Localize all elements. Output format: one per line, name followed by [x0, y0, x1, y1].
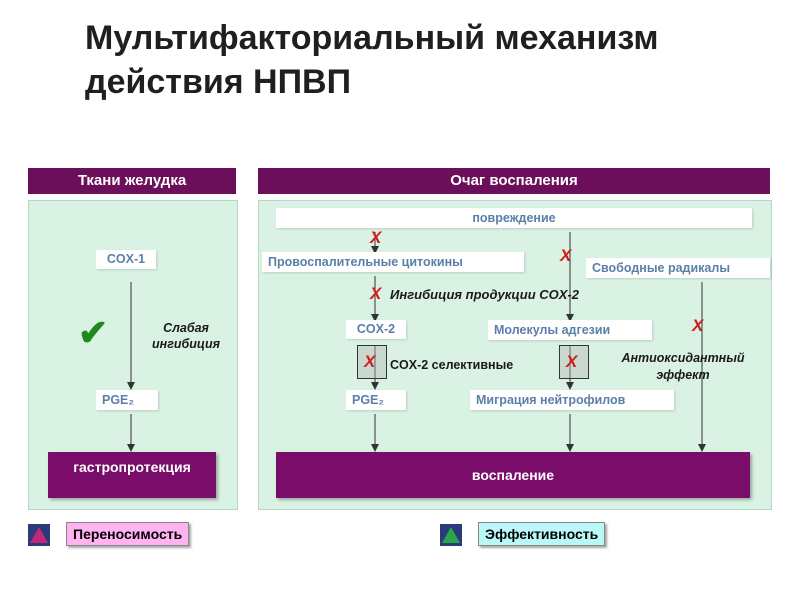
adhesion-node: Молекулы адгезии: [488, 320, 652, 340]
gastroprotection-box: гастропротекция: [48, 452, 216, 498]
x-mark-cox2-inhibition: X: [370, 284, 382, 303]
page-title: Мультифакториальный механизм действия НП…: [85, 19, 659, 101]
tolerability-icon: [28, 524, 50, 546]
cox2-node: COX-2: [346, 320, 406, 339]
x-mark-cox2: X: [364, 352, 376, 371]
adhesion-x-box: [559, 345, 589, 379]
cox2-selective-box: [357, 345, 387, 379]
cytokines-node: Провоспалительные цитокины: [262, 252, 524, 272]
inflammation-box: воспаление: [276, 452, 750, 498]
damage-node: повреждение: [276, 208, 752, 228]
x-mark-damage: X: [560, 246, 572, 265]
x-mark-radicals: X: [692, 316, 704, 335]
neutrophil-migration-node: Миграция нейтрофилов: [470, 390, 674, 410]
efficacy-label: Эффективность: [478, 522, 606, 546]
efficacy-icon: [440, 524, 462, 546]
inflammation-header: Очаг воспаления: [258, 168, 770, 194]
antioxidant-note: Антиоксидантный эффект: [621, 351, 745, 382]
cox1-node: COX-1: [96, 250, 156, 269]
right-pge2-node: PGE₂: [346, 390, 406, 410]
x-mark-adhesion: X: [566, 352, 578, 371]
cox2-inhibition-note: Ингибиция продукции COX-2: [390, 287, 579, 302]
left-pge2-node: PGE₂: [96, 390, 158, 410]
weak-inhibition-note: Слабая ингибиция: [152, 321, 220, 351]
stomach-header: Ткани желудка: [28, 168, 236, 194]
tolerability-label: Переносимость: [66, 522, 190, 546]
x-mark-cytokines: X: [370, 228, 382, 247]
cox2-selective-note: COX-2 селективные: [390, 358, 514, 372]
checkmark-icon: ✔: [78, 312, 109, 353]
free-radicals-node: Свободные радикалы: [586, 258, 770, 278]
